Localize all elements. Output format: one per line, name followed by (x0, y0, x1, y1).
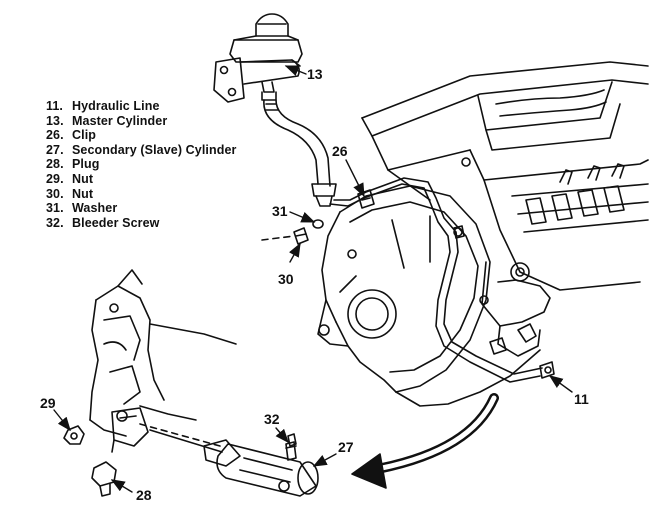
legend-row: 11. Hydraulic Line (46, 99, 236, 114)
legend-row: 26. Clip (46, 128, 236, 143)
nut-29 (63, 425, 85, 445)
callout-29: 29 (40, 395, 56, 411)
legend-number: 30. (46, 186, 64, 201)
legend-label: Hydraulic Line (72, 99, 160, 113)
callout-27: 27 (338, 439, 354, 455)
master-cylinder (213, 13, 303, 103)
legend-row: 13. Master Cylinder (46, 114, 236, 129)
bleeder-screw (285, 433, 297, 461)
callout-30: 30 (278, 271, 294, 287)
legend-label: Secondary (Slave) Cylinder (72, 142, 237, 157)
hydraulic-line (329, 177, 555, 383)
legend-row: 31. Washer (46, 201, 236, 216)
legend-row: 27. Secondary (Slave) Cylinder (46, 143, 236, 158)
callout-28: 28 (136, 487, 152, 503)
engine-block (361, 61, 649, 291)
legend-label: Washer (72, 201, 118, 216)
legend-number: 11. (46, 99, 63, 113)
callout-11: 11 (574, 391, 589, 407)
legend-row: 28. Plug (46, 157, 236, 172)
plug-28 (91, 461, 117, 497)
callout-31: 31 (272, 203, 288, 219)
legend-row: 32. Bleeder Screw (46, 216, 236, 231)
slave-cylinder (216, 443, 319, 497)
slave-cylinder-bracket (111, 407, 149, 453)
washer-and-nut (261, 219, 324, 245)
legend-number: 29. (46, 171, 64, 186)
legend-label: Clip (72, 128, 97, 143)
legend-number: 32. (46, 215, 64, 230)
slave-cylinder-pushrod (139, 423, 241, 467)
callout-26: 26 (332, 143, 348, 159)
legend-number: 27. (46, 142, 64, 157)
legend-label: Master Cylinder (72, 113, 168, 128)
legend-number: 31. (46, 201, 64, 216)
legend-number: 28. (46, 157, 64, 172)
legend-row: 30. Nut (46, 187, 236, 202)
legend-row: 29. Nut (46, 172, 236, 187)
legend-number: 26. (46, 128, 64, 143)
legend-label: Plug (72, 157, 100, 172)
callout-32: 32 (264, 411, 280, 427)
direction-arrow (351, 393, 499, 489)
master-cylinder-hose (263, 99, 337, 207)
callout-13: 13 (307, 66, 323, 82)
starter-assembly (481, 261, 551, 357)
bell-housing (317, 185, 541, 407)
legend-label: Nut (72, 171, 94, 186)
legend-label: Bleeder Screw (72, 215, 160, 230)
parts-legend: 11. Hydraulic Line 13. Master Cylinder 26.… (46, 99, 236, 230)
legend-label: Nut (72, 186, 94, 201)
line-clip (357, 189, 465, 239)
legend-number: 13. (46, 113, 64, 128)
transmission-case (89, 269, 237, 437)
leader-lines (53, 65, 573, 493)
